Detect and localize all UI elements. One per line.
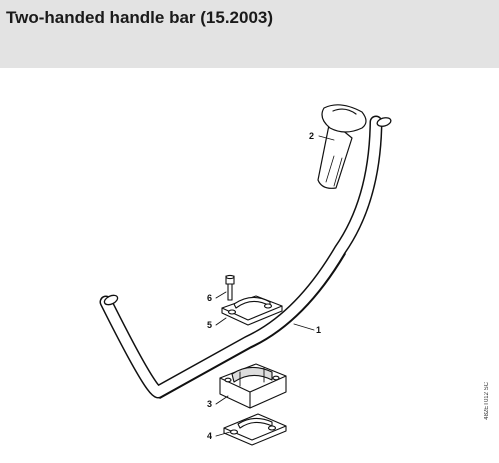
clamp-plate-lower: [223, 413, 287, 446]
header-band: Two-handed handle bar (15.2003): [0, 0, 499, 68]
leader-lines: [215, 135, 335, 437]
callout-6: 6: [207, 293, 212, 303]
page-title: Two-handed handle bar (15.2003): [6, 8, 274, 27]
clamp-lower: [219, 363, 287, 409]
callout-5: 5: [207, 320, 212, 330]
drawing-code: 482ET012 SC: [484, 382, 490, 420]
callout-2: 2: [309, 131, 314, 141]
clamp-upper: [221, 295, 283, 326]
callout-4: 4: [207, 431, 212, 441]
handle-grip: [317, 104, 367, 189]
callout-1: 1: [316, 325, 321, 335]
callout-3: 3: [207, 399, 212, 409]
screw: [225, 274, 235, 301]
handle-bar: [99, 115, 392, 399]
